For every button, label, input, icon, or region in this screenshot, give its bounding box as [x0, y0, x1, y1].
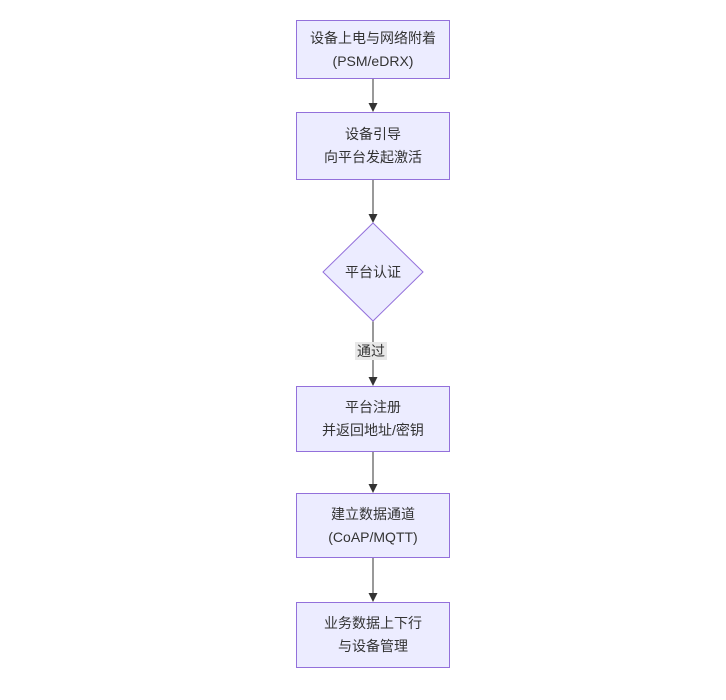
node-data-channel: 建立数据通道 (CoAP/MQTT) — [296, 493, 450, 558]
node-platform-register-line2: 并返回地址/密钥 — [322, 422, 424, 438]
node-power-attach-line2: (PSM/eDRX) — [332, 52, 414, 69]
node-business-data: 业务数据上下行 与设备管理 — [296, 602, 450, 668]
node-platform-register: 平台注册 并返回地址/密钥 — [296, 386, 450, 452]
arrowhead-icon — [368, 377, 378, 386]
node-power-attach: 设备上电与网络附着 (PSM/eDRX) — [296, 20, 450, 79]
arrowhead-icon — [368, 103, 378, 112]
node-business-data-line2: 与设备管理 — [338, 638, 408, 654]
edge-register-to-channel — [368, 452, 378, 493]
node-business-data-line1: 业务数据上下行 — [324, 615, 422, 631]
decision-diamond-shape — [322, 222, 424, 322]
node-power-attach-line1: 设备上电与网络附着 — [310, 29, 436, 46]
node-bootstrap-line2: 向平台发起激活 — [324, 149, 422, 165]
edge-power-to-bootstrap — [368, 79, 378, 112]
node-platform-register-line1: 平台注册 — [345, 399, 401, 415]
node-platform-auth-label: 平台认证 — [345, 264, 401, 280]
arrowhead-icon — [368, 593, 378, 602]
edge-bootstrap-to-auth — [368, 180, 378, 223]
node-bootstrap-line1: 设备引导 — [345, 126, 401, 142]
arrowhead-icon — [368, 214, 378, 223]
arrowhead-icon — [368, 484, 378, 493]
edge-label-auth-pass: 通过 — [355, 342, 387, 360]
node-bootstrap: 设备引导 向平台发起激活 — [296, 112, 450, 180]
node-data-channel-line1: 建立数据通道 — [331, 505, 415, 522]
edge-channel-to-business — [368, 558, 378, 602]
node-data-channel-line2: (CoAP/MQTT) — [328, 528, 418, 545]
